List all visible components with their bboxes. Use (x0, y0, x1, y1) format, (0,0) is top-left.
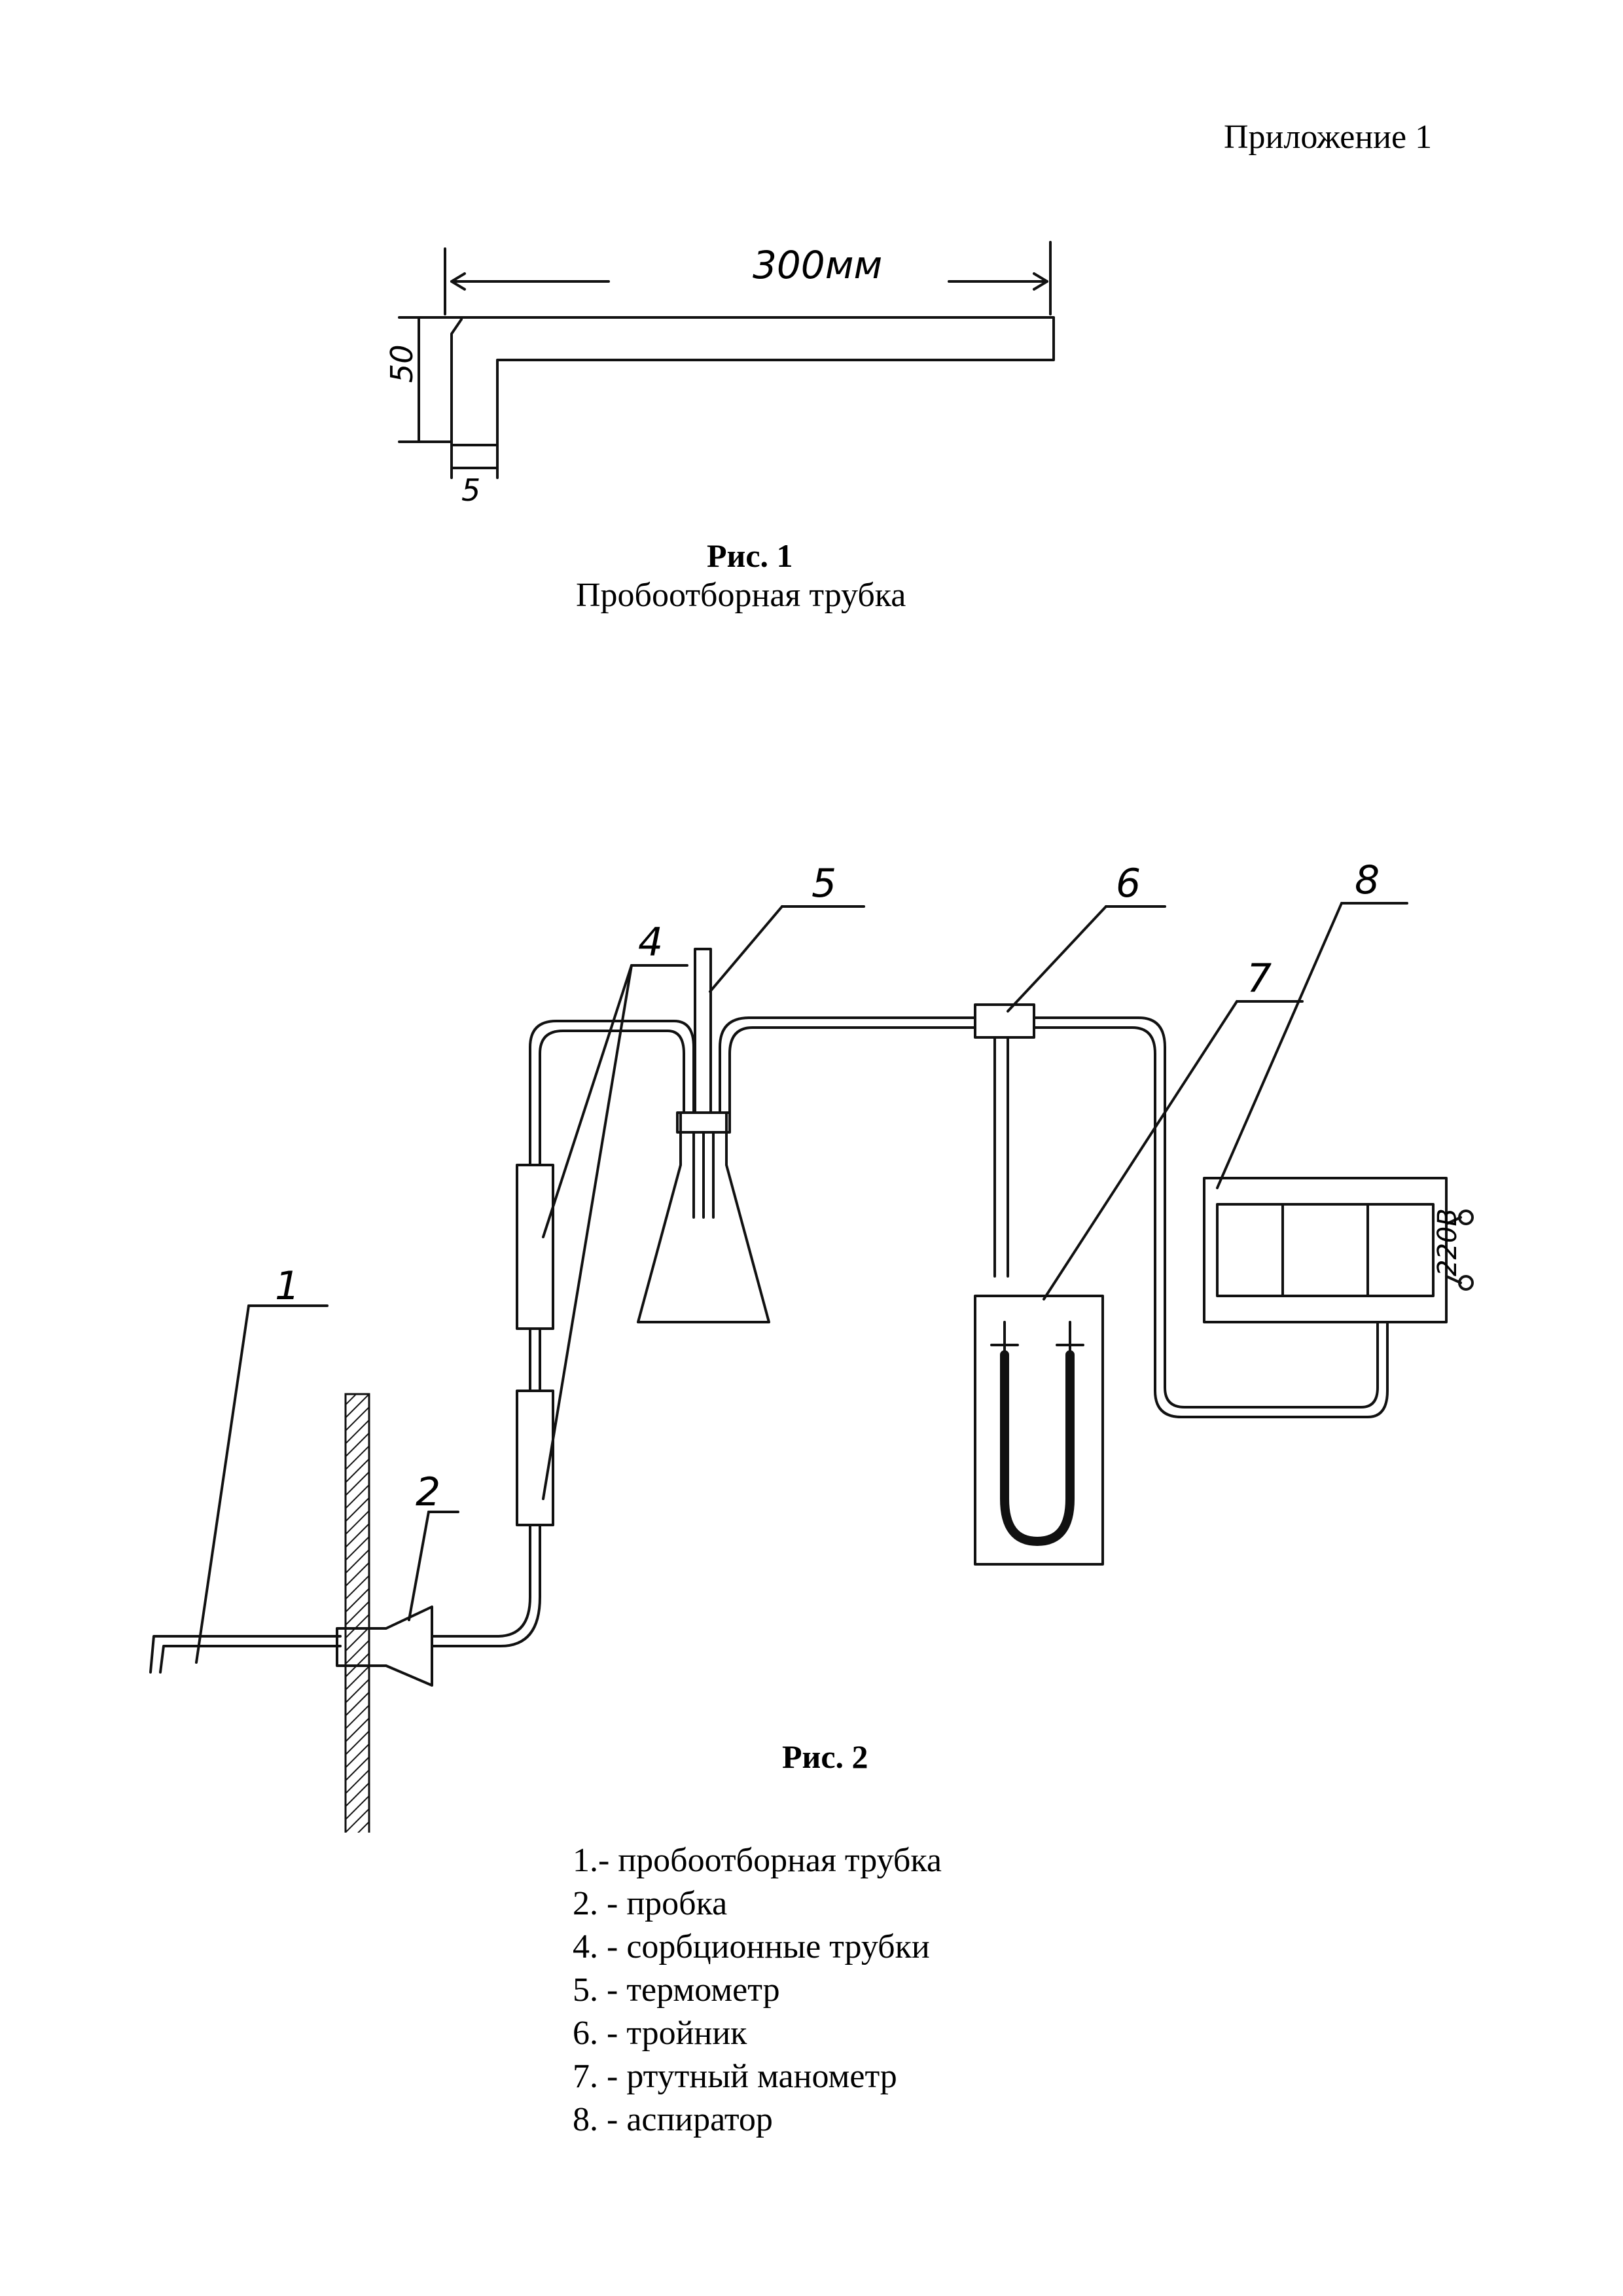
figure1-caption: Рис. 1 (707, 537, 793, 574)
sorbent-tube-upper (516, 1164, 554, 1330)
manometer (974, 1295, 1104, 1566)
figure1-subtitle: Пробоотборная трубка (576, 577, 906, 614)
legend-item: 5. - термометр (573, 1971, 780, 2009)
legend-item: 6. - тройник (573, 2015, 747, 2052)
callout-4: 4 (638, 920, 663, 965)
legend-item: 8. - аспиратор (573, 2101, 773, 2138)
legend-item: 7. - ртутный манометр (573, 2058, 897, 2095)
thermometer (694, 948, 712, 1114)
aspirator (1203, 1177, 1448, 1323)
stopper (336, 1605, 433, 1687)
legend-item: 4. - сорбционные трубки (573, 1928, 930, 1965)
sampling-tube (149, 1635, 342, 1674)
figure2-drawing: 1 2 4 5 6 7 8 220В (149, 857, 1474, 1833)
callout-6: 6 (1116, 861, 1141, 906)
dimension-length-label: 300мм (753, 243, 882, 287)
figure2-legend: 1.- пробоотборная трубка 2. - пробка 4. … (573, 1839, 942, 2142)
figure1-drawing: 300мм 50 5 (384, 241, 1055, 508)
sorbent-tube-lower (516, 1390, 554, 1526)
callout-7: 7 (1247, 956, 1272, 1001)
legend-item: 2. - пробка (573, 1885, 728, 1922)
tee (974, 1003, 1035, 1039)
appendix-label: Приложение 1 (1224, 118, 1433, 156)
flask (637, 1111, 770, 1323)
callout-1: 1 (275, 1263, 300, 1309)
wall (344, 1393, 370, 1833)
figure2-caption: Рис. 2 (782, 1738, 868, 1775)
dimension-height-label: 50 (384, 344, 419, 383)
supply-voltage-label: 220В (1433, 1208, 1463, 1276)
callout-5: 5 (812, 861, 836, 906)
legend-item: 1.- пробоотборная трубка (573, 1842, 942, 1879)
dimension-width-label: 5 (461, 473, 480, 508)
callout-8: 8 (1355, 857, 1380, 903)
callout-2: 2 (416, 1469, 440, 1515)
